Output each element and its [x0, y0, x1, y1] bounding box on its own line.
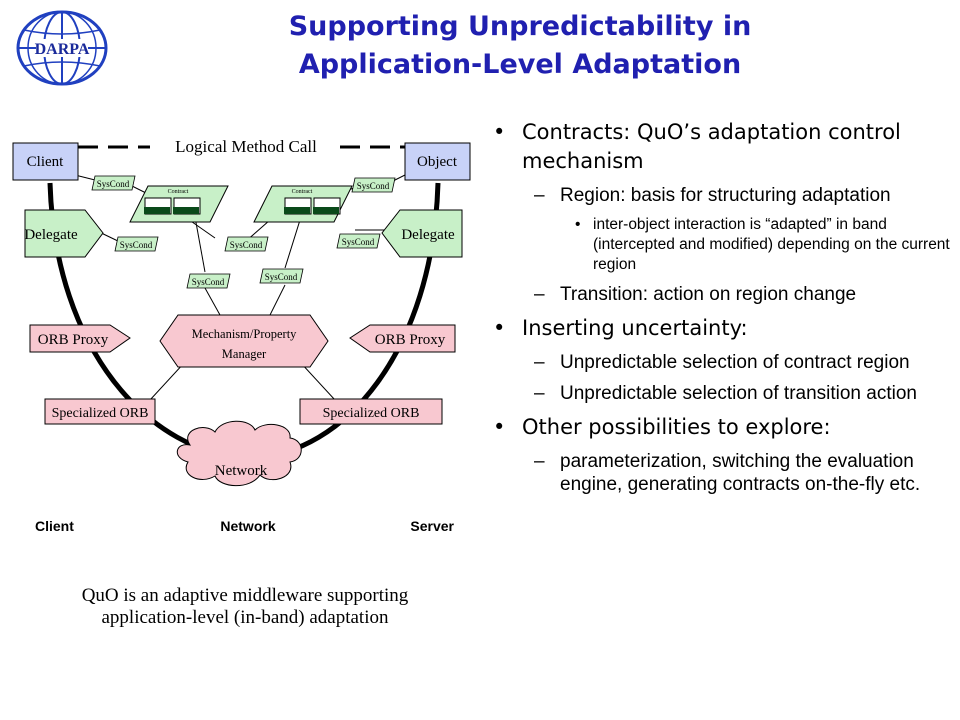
quo-architecture-diagram: Logical Method Call Client Object Delega… — [12, 137, 471, 534]
bullet-transition: Transition: action on region change — [490, 283, 950, 306]
contract-right: Contract — [253, 185, 353, 223]
specialized-orb-right — [299, 398, 443, 425]
darpa-logo: DARPA — [16, 10, 108, 86]
bullet-other-possibilities: Other possibilities to explore: — [490, 413, 950, 442]
bullet-unpredictable-transition: Unpredictable selection of transition ac… — [490, 382, 950, 405]
delegate-right-label: Delegate — [401, 227, 455, 243]
specialized-orb-left — [44, 398, 156, 425]
bullet-contracts: Contracts: QuO’s adaptation control mech… — [490, 118, 950, 176]
footer-client: Client — [35, 518, 74, 534]
syscond-2-label: SysCond — [120, 240, 153, 250]
syscond-3: SysCond — [224, 236, 269, 252]
delegate-left-label: Delegate — [24, 227, 78, 243]
syscond-1-label: SysCond — [97, 179, 130, 189]
orb-proxy-left-label: ORB Proxy — [38, 332, 109, 348]
syscond-1: SysCond — [91, 175, 136, 191]
caption-line-2: application-level (in-band) adaptation — [101, 607, 389, 628]
mechanism-line-2: Manager — [222, 347, 267, 361]
syscond-3-label: SysCond — [230, 240, 263, 250]
diagram-caption: QuO is an adaptive middleware supporting… — [30, 585, 460, 629]
syscond-6: SysCond — [351, 177, 396, 193]
contract-right-label: Contract — [292, 189, 313, 195]
syscond-5: SysCond — [259, 268, 304, 284]
specialized-orb-left-label: Specialized ORB — [52, 406, 149, 421]
client-box — [12, 142, 79, 181]
syscond-2: SysCond — [114, 236, 159, 252]
syscond-4-label: SysCond — [192, 277, 225, 287]
mechanism-line-1: Mechanism/Property — [192, 327, 298, 341]
syscond-7-label: SysCond — [342, 237, 375, 247]
delegate-left — [24, 209, 104, 258]
specialized-orb-right-label: Specialized ORB — [323, 406, 420, 421]
mechanism-property-manager — [159, 314, 329, 368]
delegate-right — [381, 209, 463, 258]
footer-server: Server — [410, 518, 454, 534]
bullet-inter-object: inter-object interaction is “adapted” in… — [490, 215, 950, 275]
caption-line-1: QuO is an adaptive middleware supporting — [81, 585, 409, 606]
contract-left: Contract — [129, 185, 229, 223]
syscond-6-label: SysCond — [357, 181, 390, 191]
syscond-5-label: SysCond — [265, 272, 298, 282]
client-label: Client — [27, 154, 64, 170]
bullet-parameterization: parameterization, switching the evaluati… — [490, 450, 950, 496]
title-line-2: Application-Level Adaptation — [298, 49, 742, 80]
bullet-list: Contracts: QuO’s adaptation control mech… — [490, 118, 950, 504]
bullet-unpredictable-region: Unpredictable selection of contract regi… — [490, 351, 950, 374]
darpa-logo-text: DARPA — [35, 41, 90, 58]
object-label: Object — [417, 154, 458, 170]
bullet-region: Region: basis for structuring adaptation — [490, 184, 950, 207]
bullet-inserting-uncertainty: Inserting uncertainty: — [490, 314, 950, 343]
orb-proxy-left — [29, 324, 131, 353]
orb-proxy-right — [349, 324, 456, 353]
orb-proxy-right-label: ORB Proxy — [375, 332, 446, 348]
footer-network: Network — [220, 518, 275, 534]
page-title: Supporting Unpredictability in Applicati… — [240, 8, 800, 84]
contract-left-label: Contract — [168, 189, 189, 195]
syscond-7: SysCond — [336, 233, 381, 249]
title-line-1: Supporting Unpredictability in — [288, 11, 752, 42]
syscond-4: SysCond — [186, 273, 231, 289]
logical-call-label: Logical Method Call — [175, 137, 317, 156]
network-cloud — [176, 420, 302, 487]
object-box — [404, 142, 471, 181]
network-label: Network — [215, 463, 268, 479]
